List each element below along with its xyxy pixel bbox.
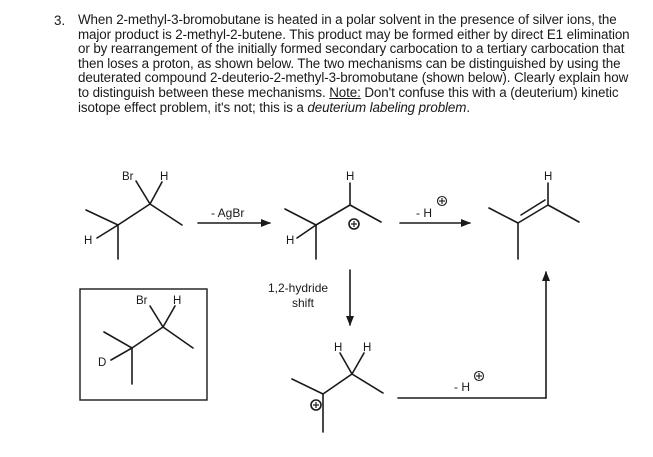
atom-d-4: D — [98, 357, 106, 369]
molecule-bromobutane — [85, 180, 183, 260]
atom-h-1b: H — [84, 235, 92, 247]
atom-br-4: Br — [136, 295, 148, 307]
question-text: When 2-methyl-3-bromobutane is heated in… — [78, 12, 638, 115]
atom-h-2b: H — [286, 235, 294, 247]
question-text-part2: Don't confuse this with a (deuterium) ki… — [78, 84, 619, 115]
molecule-secondary-carbocation — [284, 182, 382, 260]
atom-h-5: H — [334, 342, 342, 354]
question-text-part1: When 2-methyl-3-bromobutane is heated in… — [78, 12, 630, 100]
emphasis-text: deuterium labeling problem — [307, 99, 467, 115]
atom-h-3: H — [544, 171, 552, 183]
atom-h-5b: H — [363, 342, 371, 354]
step-label-hydride-2: shift — [292, 296, 315, 310]
molecule-tertiary-carbocation — [291, 352, 384, 433]
question-text-end: . — [466, 99, 470, 115]
step-label-hydride-1: 1,2-hydride — [268, 281, 328, 295]
proton-charge-bottom — [473, 370, 485, 382]
step-label-agbr: - AgBr — [211, 206, 244, 220]
step-label-proton-bottom: - H — [454, 380, 470, 394]
note-label: Note: — [329, 84, 361, 100]
atom-br-1: Br — [122, 171, 134, 183]
atom-h-1: H — [160, 171, 168, 183]
proton-charge-top — [436, 195, 448, 207]
molecule-alkene-product — [488, 182, 580, 260]
question-number: 3. — [54, 13, 66, 28]
atom-h-2: H — [346, 171, 354, 183]
deuterated-compound-box — [79, 288, 208, 401]
step-label-proton-top: - H — [416, 206, 432, 220]
atom-h-4: H — [173, 295, 181, 307]
molecule-deuterated — [103, 305, 194, 385]
